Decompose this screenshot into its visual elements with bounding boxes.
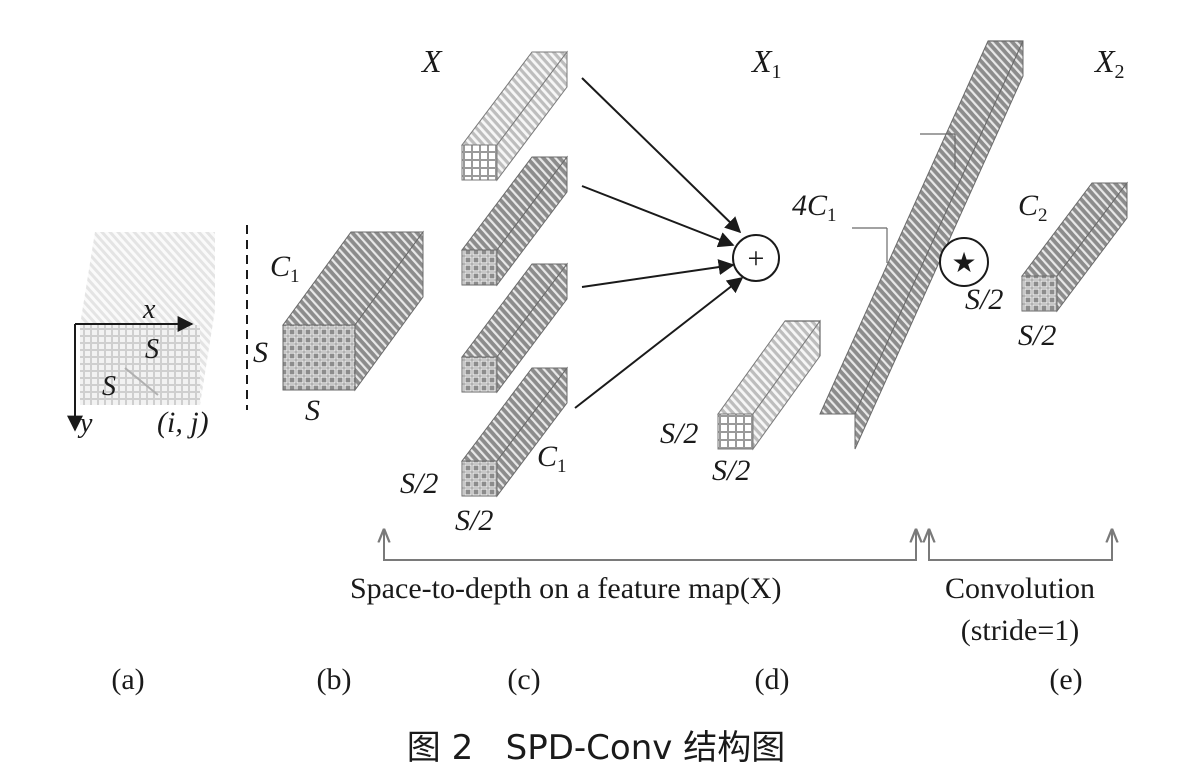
arrow-block-3 <box>581 259 735 288</box>
panel-c-block-1 <box>460 50 569 182</box>
space-to-depth-label: Space-to-depth on a feature map(X) <box>350 572 781 605</box>
panel-d-side-dark <box>854 40 1024 450</box>
x-input-label: X <box>420 43 443 79</box>
panel-a-s-top-label: S <box>145 334 159 365</box>
panel-c-c1-label: C1 <box>537 440 567 477</box>
panel-d-front-grid <box>717 413 754 450</box>
convolution-star-circle <box>939 237 989 287</box>
arrow-block-2 <box>581 185 735 248</box>
convolution-label-line1: Convolution <box>945 572 1095 605</box>
panel-b-s-left-label: S <box>253 336 268 369</box>
panel-c-block-2 <box>460 155 569 287</box>
panel-b-front-grid <box>282 324 356 391</box>
x2-label: X2 <box>1093 43 1125 83</box>
x1-label: X1 <box>750 43 782 83</box>
arrow-block-1 <box>581 77 742 234</box>
convolution-star-icon: ★ <box>951 246 976 279</box>
panel-a-s-left-label: S <box>102 371 116 402</box>
panel-label-c: (c) <box>507 663 540 696</box>
panel-a-front-grid <box>80 325 200 405</box>
convolution-label-line2: (stride=1) <box>961 614 1080 647</box>
panel-c-sub-blocks <box>460 50 569 498</box>
x-axis-label: x <box>142 294 156 325</box>
convolution-bracket <box>929 530 1112 561</box>
concat-plus-symbol: + <box>748 242 765 275</box>
panel-c-s2-left-label: S/2 <box>400 467 438 500</box>
panel-b-c1-label: C1 <box>270 250 300 287</box>
panel-label-b: (b) <box>317 663 352 696</box>
panel-a-ij-label: (i, j) <box>157 406 209 439</box>
panel-label-d: (d) <box>755 663 790 696</box>
panel-label-e: (e) <box>1049 663 1082 696</box>
arrow-block-4 <box>574 277 744 409</box>
ij-pointer-line <box>124 367 159 396</box>
panel-d-s2-left-label: S/2 <box>660 417 698 450</box>
figure-caption: 图 2 SPD-Conv 结构图 <box>407 728 785 768</box>
panel-a-top-face <box>80 232 215 325</box>
panel-c-s2-bottom-label: S/2 <box>455 504 493 537</box>
panel-d-s2-bottom-label: S/2 <box>712 454 750 487</box>
panel-e-s2-left-label: S/2 <box>965 283 1003 316</box>
panel-e-output-block <box>1020 181 1129 313</box>
space-to-depth-bracket <box>384 530 916 561</box>
y-axis-label: y <box>77 408 93 439</box>
panel-b-s-bottom-label: S <box>305 394 320 427</box>
panel-c-block-4 <box>460 366 569 498</box>
panel-e-s2-bottom-label: S/2 <box>1018 319 1056 352</box>
panel-e-c2-label: C2 <box>1018 189 1048 226</box>
panel-b-block <box>282 230 424 392</box>
panel-d-top-dark <box>819 40 1024 415</box>
panel-c-block-3 <box>460 262 569 394</box>
panel-a-side-face <box>200 232 215 405</box>
concat-plus-circle <box>732 234 780 282</box>
panel-a-feature-map <box>67 232 215 432</box>
panel-label-a: (a) <box>111 663 144 696</box>
panel-d-4c1-label: 4C1 <box>792 189 837 226</box>
concat-arrows <box>574 77 744 409</box>
panel-d-concat-block <box>717 40 1024 451</box>
